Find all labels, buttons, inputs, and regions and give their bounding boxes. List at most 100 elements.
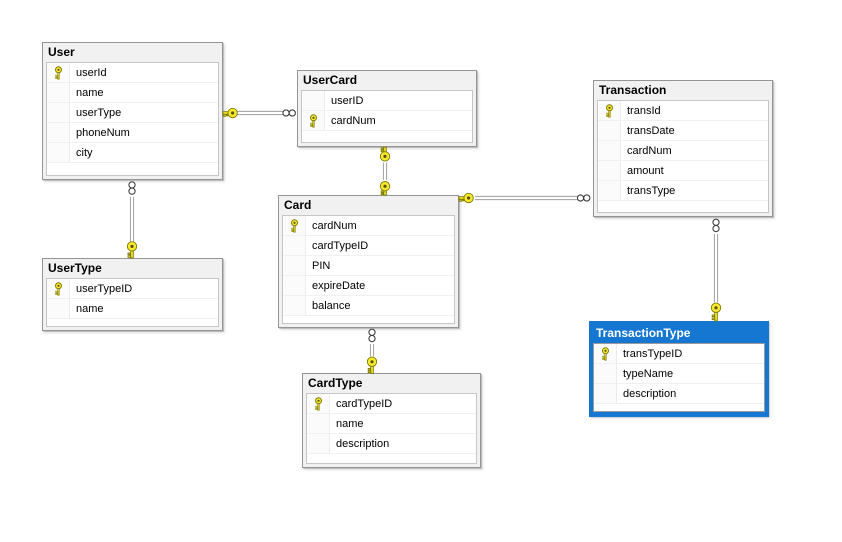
relationship-usercard-card[interactable] <box>379 146 391 196</box>
column-row[interactable]: phoneNum <box>47 123 218 143</box>
relationship-card-cardtype[interactable] <box>366 328 378 374</box>
pk-cell <box>283 216 306 235</box>
pk-cell <box>47 83 70 102</box>
pk-cell <box>594 344 617 363</box>
column-row[interactable]: transTypeID <box>594 344 764 364</box>
column-row[interactable]: transType <box>598 181 768 201</box>
pk-cell <box>283 276 306 295</box>
key-one-end-icon <box>379 181 391 196</box>
column-name: balance <box>312 299 351 312</box>
column-row[interactable]: PIN <box>283 256 454 276</box>
column-row[interactable]: transDate <box>598 121 768 141</box>
pk-cell <box>307 394 330 413</box>
table-user-title[interactable]: User <box>48 45 75 59</box>
table-usertype-columns: userTypeID name <box>46 278 219 327</box>
pk-cell <box>283 256 306 275</box>
pk-cell <box>283 236 306 255</box>
column-name: expireDate <box>312 279 366 292</box>
primary-key-icon <box>54 65 62 80</box>
column-name: transDate <box>627 124 675 137</box>
column-row[interactable]: userID <box>302 91 472 111</box>
column-row[interactable]: name <box>47 83 218 103</box>
pk-cell <box>598 181 621 200</box>
primary-key-icon <box>314 396 322 411</box>
column-name: city <box>76 146 93 159</box>
pk-cell <box>47 143 70 162</box>
column-row[interactable]: description <box>307 434 476 454</box>
column-row[interactable]: balance <box>283 296 454 316</box>
column-row[interactable]: userType <box>47 103 218 123</box>
relationship-card-transaction[interactable] <box>458 192 591 204</box>
key-one-end-icon <box>458 192 474 204</box>
infinity-many-end-icon <box>712 218 720 233</box>
table-usertype[interactable]: UserType userTypeID name <box>42 258 223 331</box>
column-row[interactable]: userTypeID <box>47 279 218 299</box>
table-transactiontype-columns: transTypeID typeName description <box>593 343 765 412</box>
table-cardtype[interactable]: CardType cardTypeID name description <box>302 373 481 468</box>
table-cardtype-title[interactable]: CardType <box>308 376 363 390</box>
key-one-end-icon <box>710 302 722 322</box>
pk-cell <box>47 63 70 82</box>
column-row[interactable]: name <box>47 299 218 319</box>
column-row[interactable]: cardTypeID <box>307 394 476 414</box>
table-user[interactable]: User userId name userType phoneNum city <box>42 42 223 180</box>
table-transaction[interactable]: Transaction transId transDate cardNum am… <box>593 80 773 217</box>
pk-cell <box>47 299 70 318</box>
table-card[interactable]: Card cardNum cardTypeID PIN expireDate b… <box>278 195 459 328</box>
key-one-end-icon <box>222 107 238 119</box>
table-transaction-columns: transId transDate cardNum amount transTy… <box>597 100 769 213</box>
primary-key-icon <box>601 346 609 361</box>
column-row[interactable]: cardNum <box>598 141 768 161</box>
column-name: amount <box>627 164 664 177</box>
table-usercard[interactable]: UserCard userID cardNum <box>297 70 477 147</box>
column-name: userID <box>331 94 364 107</box>
table-usercard-title[interactable]: UserCard <box>303 73 358 87</box>
primary-key-icon <box>309 113 317 128</box>
column-row[interactable]: typeName <box>594 364 764 384</box>
column-row[interactable]: cardNum <box>302 111 472 131</box>
pk-cell <box>47 103 70 122</box>
table-transaction-title[interactable]: Transaction <box>599 83 667 97</box>
column-row[interactable]: cardNum <box>283 216 454 236</box>
column-row[interactable]: amount <box>598 161 768 181</box>
infinity-many-end-icon <box>368 328 376 343</box>
column-row[interactable]: expireDate <box>283 276 454 296</box>
relationship-user-usercard[interactable] <box>222 107 296 119</box>
pk-cell <box>307 414 330 433</box>
pk-cell <box>594 364 617 383</box>
pk-cell <box>598 161 621 180</box>
infinity-many-end-icon <box>282 109 296 117</box>
column-row[interactable]: cardTypeID <box>283 236 454 256</box>
primary-key-icon <box>290 218 298 233</box>
column-name: cardNum <box>312 219 357 232</box>
table-user-columns: userId name userType phoneNum city <box>46 62 219 176</box>
pk-cell <box>598 121 621 140</box>
column-name: phoneNum <box>76 126 130 139</box>
column-row[interactable]: transId <box>598 101 768 121</box>
column-row[interactable]: userId <box>47 63 218 83</box>
column-row[interactable]: description <box>594 384 764 404</box>
column-row[interactable]: name <box>307 414 476 434</box>
table-usertype-title[interactable]: UserType <box>48 261 102 275</box>
pk-cell <box>283 296 306 315</box>
column-name: cardTypeID <box>336 397 393 410</box>
table-transactiontype[interactable]: TransactionType transTypeID typeName des… <box>589 321 769 417</box>
column-name: typeName <box>623 367 674 380</box>
column-name: cardNum <box>331 114 376 127</box>
table-usercard-columns: userID cardNum <box>301 90 473 143</box>
key-one-end-icon <box>379 146 391 162</box>
column-name: userId <box>76 66 107 79</box>
table-cardtype-columns: cardTypeID name description <box>306 393 477 464</box>
table-transactiontype-title[interactable]: TransactionType <box>596 326 691 340</box>
column-name: transType <box>627 184 676 197</box>
pk-cell <box>598 101 621 120</box>
table-card-title[interactable]: Card <box>284 198 312 212</box>
relationship-user-usertype[interactable] <box>126 181 138 259</box>
column-name: transTypeID <box>623 347 683 360</box>
primary-key-icon <box>54 281 62 296</box>
column-row[interactable]: city <box>47 143 218 163</box>
relationship-transaction-transactiontype[interactable] <box>710 218 722 322</box>
infinity-many-end-icon <box>576 194 591 202</box>
column-name: userTypeID <box>76 282 133 295</box>
